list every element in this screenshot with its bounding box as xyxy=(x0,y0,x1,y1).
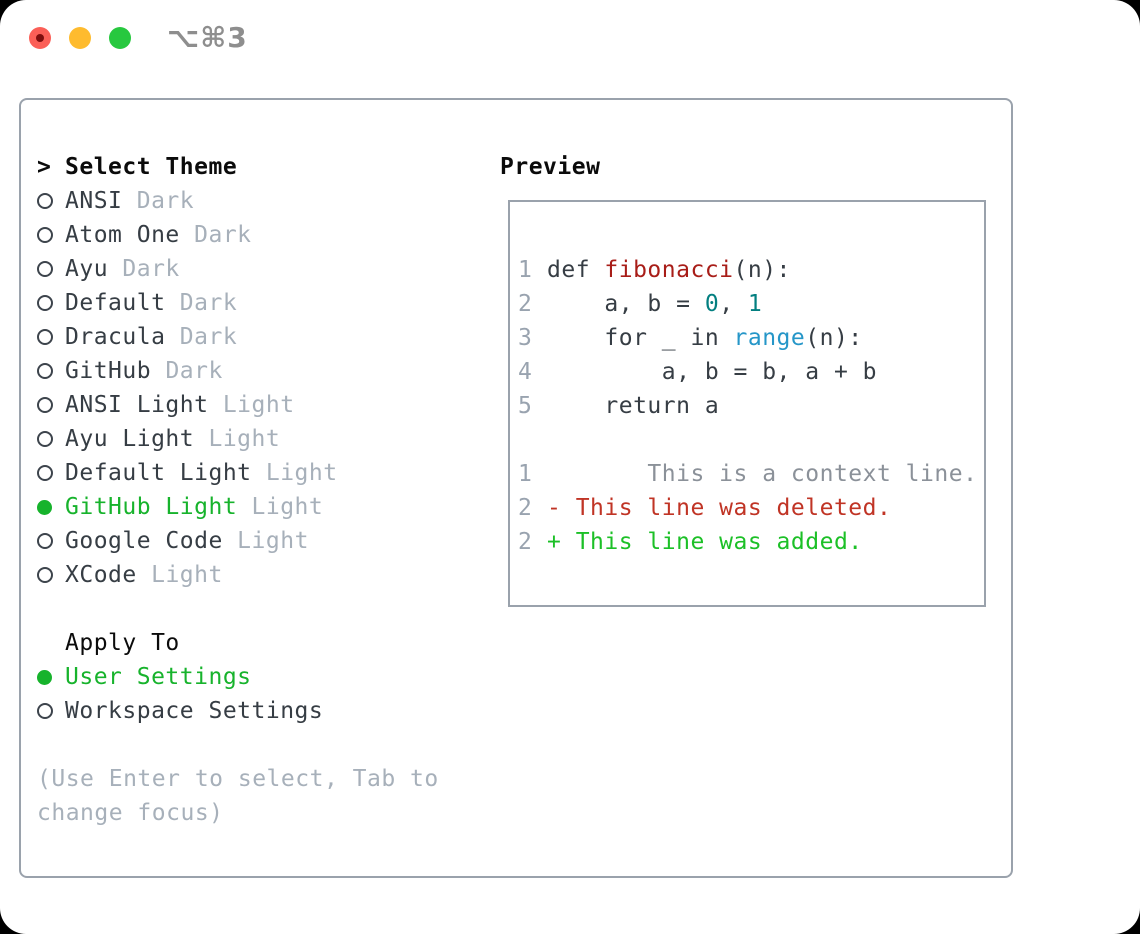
option-label: XCode xyxy=(65,562,137,588)
line-number: 2 xyxy=(518,529,533,555)
hint-line-2: change focus) xyxy=(37,800,224,826)
theme-option[interactable]: ANSI Light Light xyxy=(37,388,439,422)
option-label: GitHub xyxy=(65,358,152,384)
close-button-icon[interactable] xyxy=(29,27,51,49)
preview-heading: Preview xyxy=(500,154,601,180)
select-theme-header: > Select Theme xyxy=(37,150,439,184)
line-number: 1 xyxy=(518,257,533,283)
variant-tag: Light xyxy=(194,426,281,452)
code-line: 5 return a xyxy=(518,389,984,423)
line-number: 1 xyxy=(518,461,533,487)
radio-unselected-icon xyxy=(37,533,65,549)
line-number: 2 xyxy=(518,291,533,317)
option-label: Atom One xyxy=(65,222,180,248)
radio-unselected-icon xyxy=(37,703,65,719)
option-label: Dracula xyxy=(65,324,166,350)
variant-tag: Dark xyxy=(122,188,195,214)
prompt-arrow-icon: > xyxy=(37,154,52,180)
code-line: 2+ This line was added. xyxy=(518,525,984,559)
variant-tag: Light xyxy=(208,392,295,418)
line-number: 5 xyxy=(518,393,533,419)
theme-option[interactable]: GitHub Dark xyxy=(37,354,439,388)
theme-option[interactable]: Dracula Dark xyxy=(37,320,439,354)
option-label: GitHub Light xyxy=(65,494,238,520)
line-number: 4 xyxy=(518,359,533,385)
theme-option[interactable]: Ayu Dark xyxy=(37,252,439,286)
code-line xyxy=(518,423,984,457)
apply-to-option[interactable]: Workspace Settings xyxy=(37,694,439,728)
spacer xyxy=(37,592,439,626)
radio-unselected-icon xyxy=(37,397,65,413)
apply-to-label: Apply To xyxy=(65,630,180,656)
theme-option[interactable]: Ayu Light Light xyxy=(37,422,439,456)
radio-unselected-icon xyxy=(37,295,65,311)
variant-tag: Light xyxy=(222,528,309,554)
option-label: Default xyxy=(65,290,166,316)
line-number: 2 xyxy=(518,495,533,521)
radio-selected-icon xyxy=(37,669,65,685)
variant-tag: Dark xyxy=(108,256,180,282)
option-label: Default Light xyxy=(65,460,252,486)
radio-unselected-icon xyxy=(37,261,65,277)
minimize-button-icon[interactable] xyxy=(69,27,91,49)
radio-selected-icon xyxy=(37,499,65,515)
option-label: User Settings xyxy=(65,664,252,690)
apply-to-header: Apply To xyxy=(37,626,439,660)
variant-tag: Light xyxy=(251,460,338,486)
code-line: 2- This line was deleted. xyxy=(518,491,984,525)
line-number: 3 xyxy=(518,325,533,351)
option-label: Workspace Settings xyxy=(65,698,324,724)
theme-option[interactable]: Google Code Light xyxy=(37,524,439,558)
theme-option[interactable]: Default Dark xyxy=(37,286,439,320)
code-line: 3 for _ in range(n): xyxy=(518,321,984,355)
spacer xyxy=(37,728,439,762)
radio-unselected-icon xyxy=(37,465,65,481)
variant-tag: Dark xyxy=(179,222,252,248)
select-theme-label: Select Theme xyxy=(65,154,238,180)
radio-unselected-icon xyxy=(37,329,65,345)
variant-tag: Dark xyxy=(165,290,238,316)
option-label: ANSI xyxy=(65,188,123,214)
apply-to-option[interactable]: User Settings xyxy=(37,660,439,694)
option-label: Ayu xyxy=(65,256,109,282)
radio-unselected-icon xyxy=(37,227,65,243)
option-label: ANSI Light xyxy=(65,392,209,418)
theme-option[interactable]: Atom One Dark xyxy=(37,218,439,252)
variant-tag: Dark xyxy=(165,324,238,350)
hint-line-1: (Use Enter to select, Tab to xyxy=(37,766,439,792)
variant-tag: Light xyxy=(237,494,324,520)
radio-unselected-icon xyxy=(37,431,65,447)
theme-option[interactable]: ANSI Dark xyxy=(37,184,439,218)
zoom-button-icon[interactable] xyxy=(109,27,131,49)
theme-option[interactable]: Default Light Light xyxy=(37,456,439,490)
radio-unselected-icon xyxy=(37,567,65,583)
theme-option[interactable]: GitHub Light Light xyxy=(37,490,439,524)
variant-tag: Light xyxy=(136,562,223,588)
option-label: Ayu Light xyxy=(65,426,195,452)
window-title: ⌥⌘3 xyxy=(167,21,248,54)
option-label: Google Code xyxy=(65,528,223,554)
radio-unselected-icon xyxy=(37,193,65,209)
code-line: 2 a, b = 0, 1 xyxy=(518,287,984,321)
code-line: 4 a, b = b, a + b xyxy=(518,355,984,389)
code-line: 1 This is a context line. xyxy=(518,457,984,491)
radio-unselected-icon xyxy=(37,363,65,379)
theme-option[interactable]: XCode Light xyxy=(37,558,439,592)
variant-tag: Dark xyxy=(151,358,223,384)
